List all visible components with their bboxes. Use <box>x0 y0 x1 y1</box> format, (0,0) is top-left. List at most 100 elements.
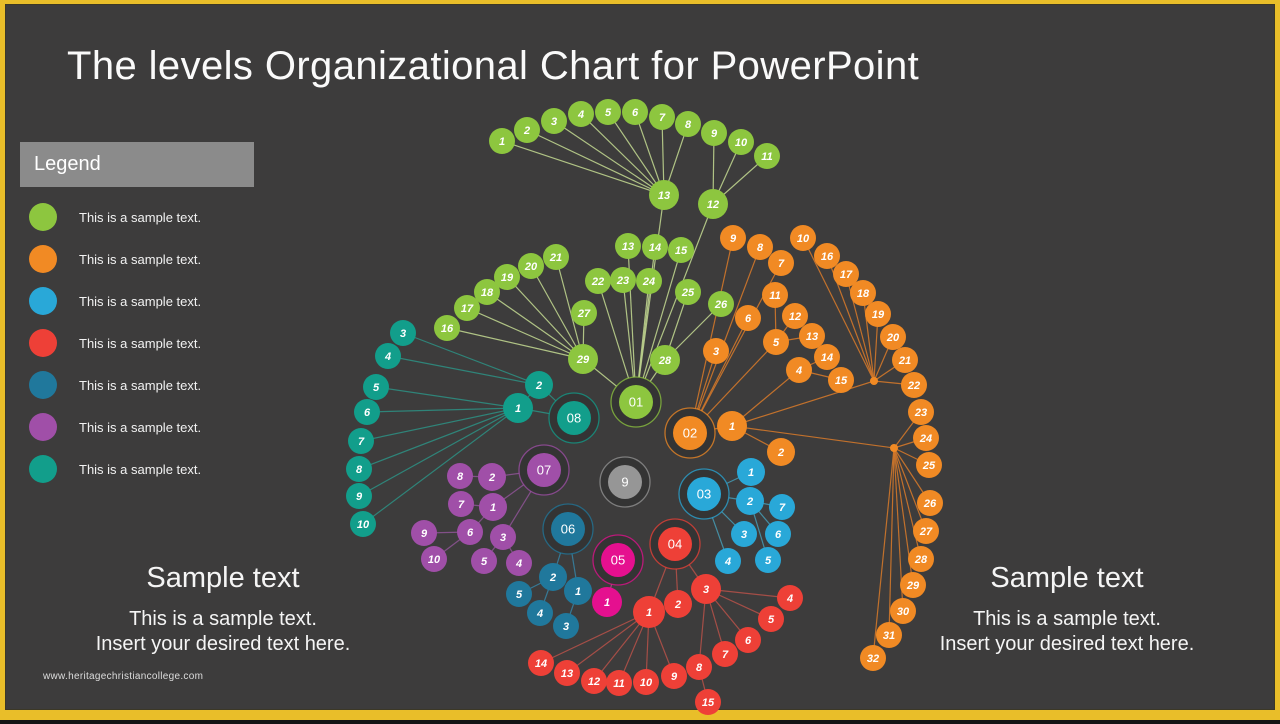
chart-node-o13[interactable]: 13 <box>799 323 825 349</box>
chart-node-t7[interactable]: 7 <box>348 428 374 454</box>
chart-node-r3[interactable]: 3 <box>691 574 721 604</box>
chart-node-r11[interactable]: 11 <box>606 670 632 696</box>
chart-node-o19[interactable]: 19 <box>865 301 891 327</box>
chart-node-c6[interactable]: 6 <box>765 521 791 547</box>
chart-node-g28[interactable]: 28 <box>650 345 680 375</box>
chart-node-b2[interactable]: 2 <box>539 563 567 591</box>
chart-node-o6[interactable]: 6 <box>735 305 761 331</box>
chart-node-o16[interactable]: 16 <box>814 243 840 269</box>
chart-node-g23[interactable]: 23 <box>610 267 636 293</box>
chart-node-t8[interactable]: 8 <box>346 456 372 482</box>
chart-node-p10[interactable]: 10 <box>421 546 447 572</box>
chart-node-c3[interactable]: 3 <box>731 521 757 547</box>
chart-node-t4[interactable]: 4 <box>375 343 401 369</box>
chart-hub-02[interactable]: 02 <box>664 407 716 459</box>
chart-node-p7[interactable]: 7 <box>448 491 474 517</box>
chart-node-g24[interactable]: 24 <box>636 268 662 294</box>
chart-node-g16[interactable]: 16 <box>434 315 460 341</box>
chart-node-t10[interactable]: 10 <box>350 511 376 537</box>
chart-node-r13[interactable]: 13 <box>554 660 580 686</box>
chart-node-o22[interactable]: 22 <box>901 372 927 398</box>
chart-node-t9[interactable]: 9 <box>346 483 372 509</box>
chart-node-o1[interactable]: 1 <box>717 411 747 441</box>
chart-node-g10[interactable]: 10 <box>728 129 754 155</box>
chart-node-g21[interactable]: 21 <box>543 244 569 270</box>
chart-node-b5[interactable]: 5 <box>506 581 532 607</box>
chart-node-o3[interactable]: 3 <box>703 338 729 364</box>
chart-node-g20[interactable]: 20 <box>518 253 544 279</box>
chart-node-g9[interactable]: 9 <box>701 120 727 146</box>
chart-node-g22[interactable]: 22 <box>585 268 611 294</box>
chart-hub-03[interactable]: 03 <box>678 468 730 520</box>
chart-node-r9[interactable]: 9 <box>661 663 687 689</box>
chart-node-o25[interactable]: 25 <box>916 452 942 478</box>
chart-node-t5[interactable]: 5 <box>363 374 389 400</box>
chart-hub-9[interactable]: 9 <box>599 456 651 508</box>
chart-node-o2[interactable]: 2 <box>767 438 795 466</box>
chart-node-r7[interactable]: 7 <box>712 641 738 667</box>
chart-node-p5[interactable]: 5 <box>471 548 497 574</box>
chart-node-o23[interactable]: 23 <box>908 399 934 425</box>
chart-node-g17[interactable]: 17 <box>454 295 480 321</box>
chart-node-o7[interactable]: 7 <box>768 250 794 276</box>
chart-node-g1[interactable]: 1 <box>489 128 515 154</box>
chart-node-o4[interactable]: 4 <box>786 357 812 383</box>
chart-node-p9[interactable]: 9 <box>411 520 437 546</box>
chart-node-o11[interactable]: 11 <box>762 282 788 308</box>
chart-node-g25[interactable]: 25 <box>675 279 701 305</box>
chart-node-r15[interactable]: 15 <box>695 689 721 715</box>
chart-hub-07[interactable]: 07 <box>518 444 570 496</box>
chart-node-r5[interactable]: 5 <box>758 606 784 632</box>
chart-node-g5[interactable]: 5 <box>595 99 621 125</box>
chart-node-r4[interactable]: 4 <box>777 585 803 611</box>
chart-node-o24[interactable]: 24 <box>913 425 939 451</box>
chart-node-g18[interactable]: 18 <box>474 279 500 305</box>
chart-node-p2[interactable]: 2 <box>478 463 506 491</box>
chart-node-g29[interactable]: 29 <box>568 344 598 374</box>
chart-node-o10[interactable]: 10 <box>790 225 816 251</box>
chart-node-r2[interactable]: 2 <box>664 590 692 618</box>
chart-node-p8[interactable]: 8 <box>447 463 473 489</box>
chart-node-o17[interactable]: 17 <box>833 261 859 287</box>
chart-node-t1[interactable]: 1 <box>503 393 533 423</box>
chart-node-g13b[interactable]: 13 <box>615 233 641 259</box>
chart-node-o31[interactable]: 31 <box>876 622 902 648</box>
chart-node-o14[interactable]: 14 <box>814 344 840 370</box>
chart-hub-05[interactable]: 05 <box>592 534 644 586</box>
chart-node-o21[interactable]: 21 <box>892 347 918 373</box>
chart-node-o27[interactable]: 27 <box>913 518 939 544</box>
chart-node-o15[interactable]: 15 <box>828 367 854 393</box>
chart-node-g15[interactable]: 15 <box>668 237 694 263</box>
chart-node-g3[interactable]: 3 <box>541 108 567 134</box>
chart-node-o9[interactable]: 9 <box>720 225 746 251</box>
chart-node-p6[interactable]: 6 <box>457 519 483 545</box>
chart-node-b4[interactable]: 4 <box>527 600 553 626</box>
chart-node-m1[interactable]: 1 <box>592 587 622 617</box>
chart-node-g26[interactable]: 26 <box>708 291 734 317</box>
chart-node-g6[interactable]: 6 <box>622 99 648 125</box>
chart-node-r1[interactable]: 1 <box>633 596 665 628</box>
chart-node-p4[interactable]: 4 <box>506 550 532 576</box>
chart-node-b3[interactable]: 3 <box>553 613 579 639</box>
chart-node-c2[interactable]: 2 <box>736 487 764 515</box>
chart-node-g27[interactable]: 27 <box>571 300 597 326</box>
chart-hub-04[interactable]: 04 <box>649 518 701 570</box>
chart-node-o8[interactable]: 8 <box>747 234 773 260</box>
chart-node-o32[interactable]: 32 <box>860 645 886 671</box>
chart-node-r10[interactable]: 10 <box>633 669 659 695</box>
chart-node-p1[interactable]: 1 <box>479 493 507 521</box>
chart-node-t3[interactable]: 3 <box>390 320 416 346</box>
chart-node-jA[interactable] <box>870 377 878 385</box>
chart-node-g11[interactable]: 11 <box>754 143 780 169</box>
chart-node-g14[interactable]: 14 <box>642 234 668 260</box>
chart-node-r8[interactable]: 8 <box>686 654 712 680</box>
chart-node-o20[interactable]: 20 <box>880 324 906 350</box>
chart-node-o18[interactable]: 18 <box>850 280 876 306</box>
chart-node-c7[interactable]: 7 <box>769 494 795 520</box>
chart-node-c5[interactable]: 5 <box>755 547 781 573</box>
chart-node-p3[interactable]: 3 <box>490 524 516 550</box>
chart-node-g8[interactable]: 8 <box>675 111 701 137</box>
chart-node-jB[interactable] <box>890 444 898 452</box>
chart-node-t6[interactable]: 6 <box>354 399 380 425</box>
chart-node-g2[interactable]: 2 <box>514 117 540 143</box>
